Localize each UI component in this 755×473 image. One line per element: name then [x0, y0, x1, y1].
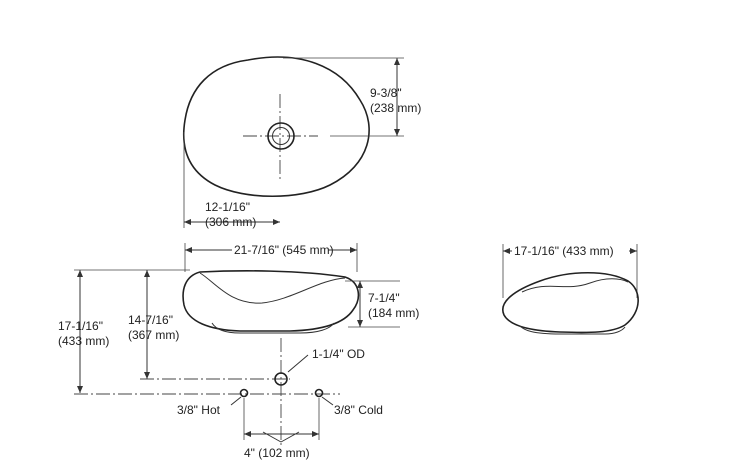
supply-spacing-label: 4" (102 mm): [244, 446, 310, 460]
top-center-inch-label: 12-1/16": [205, 200, 250, 214]
side-view-basin-outline: [502, 271, 639, 334]
overall-height-inch-label: 17-1/16": [58, 319, 103, 333]
drain-height-mm-label: (367 mm): [128, 328, 179, 342]
cold-supply: [314, 388, 324, 398]
drain-outlet: [274, 372, 288, 386]
top-depth-inch-label: 9-3/8": [370, 86, 402, 100]
drain-size-label: 1-1/4" OD: [312, 347, 365, 361]
top-view-drain: [267, 122, 295, 150]
hot-supply: [239, 388, 249, 398]
overall-height-mm-label: (433 mm): [58, 334, 109, 348]
basin-height-inch-label: 7-1/4": [368, 291, 400, 305]
basin-height-mm-label: (184 mm): [368, 306, 419, 320]
top-view-basin-outline: [183, 56, 370, 198]
side-view: 17-1/16" (433 mm): [502, 243, 639, 335]
cold-supply-label: 3/8" Cold: [334, 403, 383, 417]
front-view-basin-outline: [182, 270, 360, 332]
top-view: 9-3/8" (238 mm) 12-1/16" (306 mm): [183, 56, 421, 229]
front-width-label: 21-7/16" (545 mm): [234, 243, 334, 257]
front-view: 21-7/16" (545 mm) 7-1/4" (184 mm) 17-1/1…: [58, 242, 419, 460]
drain-height-inch-label: 14-7/16": [128, 313, 173, 327]
top-center-mm-label: (306 mm): [205, 215, 256, 229]
side-width-label: 17-1/16" (433 mm): [514, 244, 614, 258]
top-depth-mm-label: (238 mm): [370, 101, 421, 115]
hot-supply-label: 3/8" Hot: [177, 403, 221, 417]
